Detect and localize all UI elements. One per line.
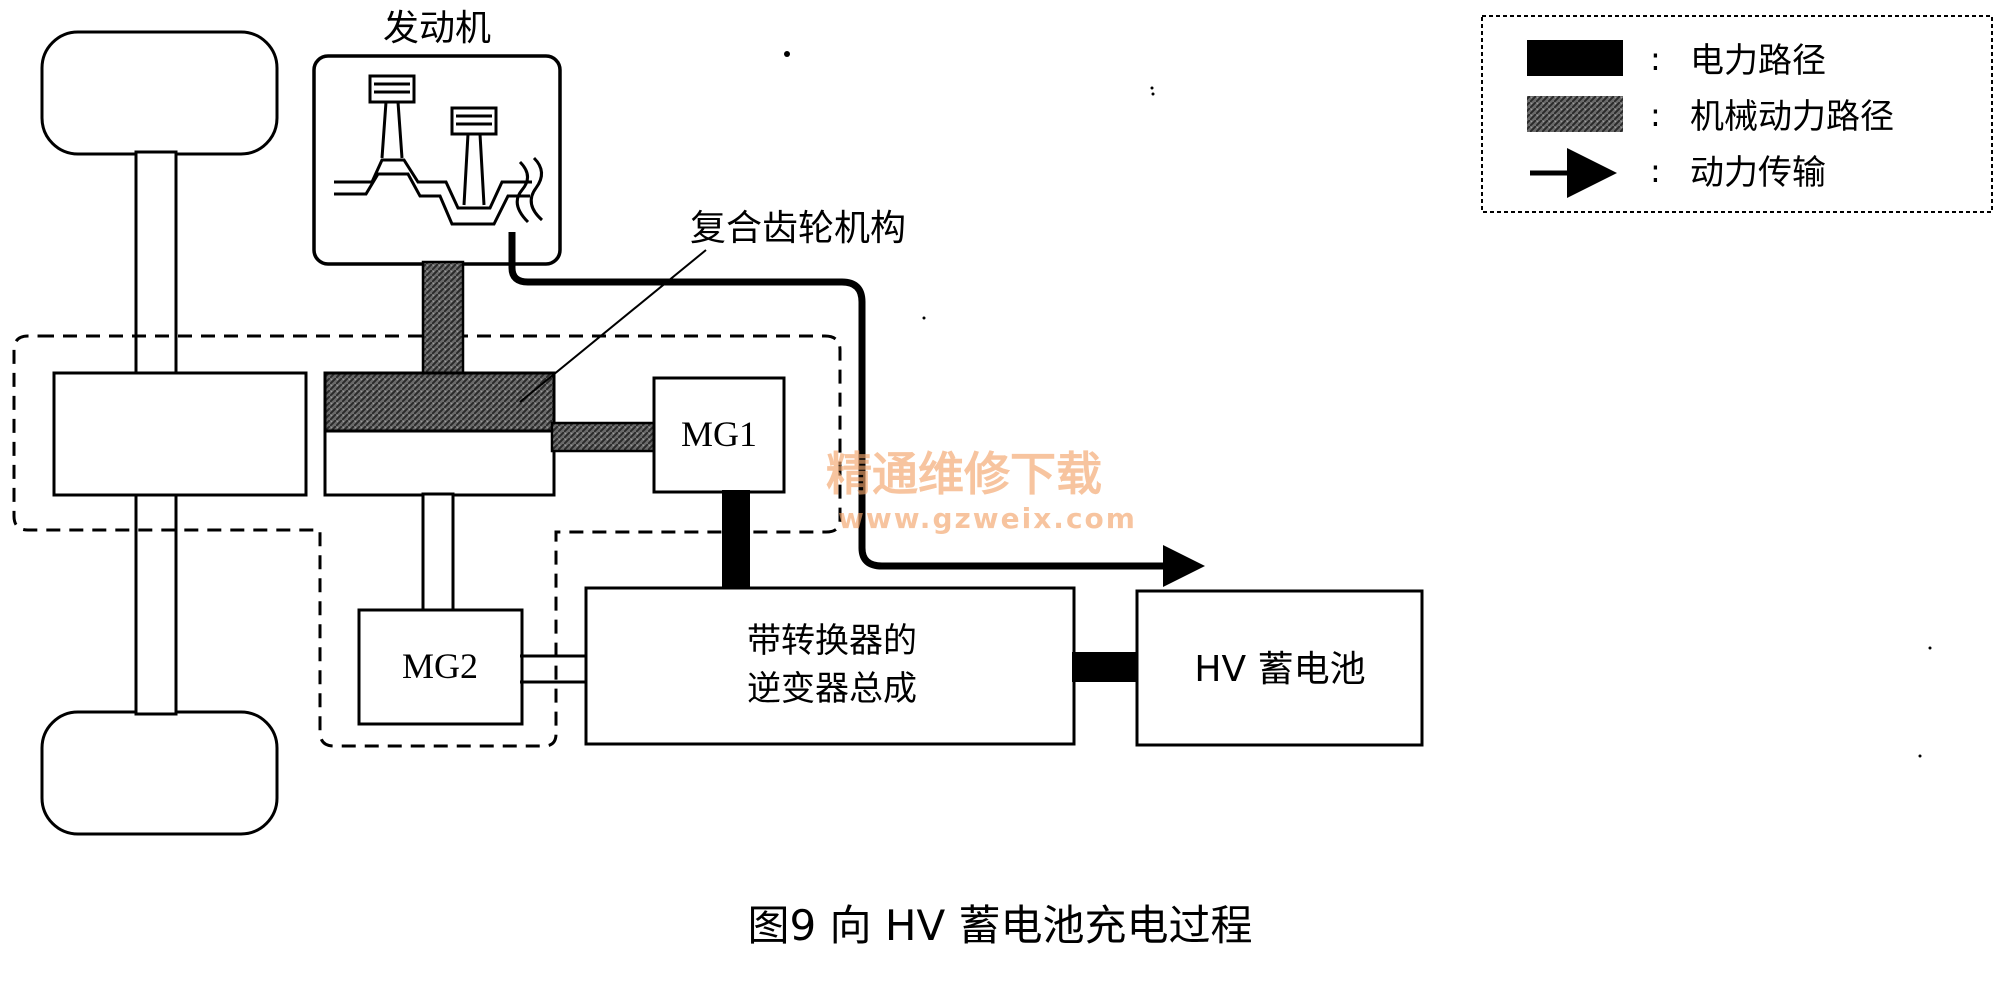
legend-electric-label: 电力路径 — [1690, 41, 1826, 81]
inverter-label-line1: 带转换器的 — [747, 621, 917, 661]
engine-box — [312, 54, 562, 266]
legend-electric-separator: : — [1650, 40, 1661, 78]
mg2-inverter-link — [520, 654, 586, 684]
differential-box — [52, 371, 308, 497]
mg2-box: MG2 — [357, 608, 524, 726]
inverter-battery-electric-link — [1072, 652, 1138, 682]
legend-transmission-label: 动力传输 — [1690, 153, 1826, 193]
legend-transmission-separator: : — [1650, 152, 1661, 190]
gear-mechanism-label: 复合齿轮机构 — [690, 208, 906, 249]
rear-wheel — [40, 710, 279, 836]
power-flow-arrow — [508, 232, 1205, 587]
gear-mg1-mechanical-link — [550, 421, 658, 453]
gear-mechanism-upper — [323, 371, 556, 433]
hv-battery-box: HV 蓄电池 — [1135, 589, 1424, 747]
engine-mechanical-link — [421, 260, 465, 376]
engine-label: 发动机 — [383, 8, 491, 49]
legend-mechanical-swatch — [1527, 96, 1623, 132]
legend: : 电力路径 : 机械动力路径 : 动力传输 — [1481, 15, 1993, 213]
legend-mechanical-label: 机械动力路径 — [1690, 97, 1894, 137]
mg1-inverter-electric-link — [722, 490, 750, 590]
gear-mechanism-lower — [323, 429, 556, 497]
inverter-label-line2: 逆变器总成 — [747, 669, 917, 709]
engine-piston-icon — [334, 74, 544, 226]
watermark-line2: www.gzweix.com — [838, 502, 1137, 535]
legend-electric-swatch — [1527, 40, 1623, 76]
mg1-box: MG1 — [652, 376, 786, 494]
mg1-label: MG1 — [681, 414, 757, 454]
scan-specks — [784, 51, 1932, 758]
figure-caption: 图9 向 HV 蓄电池充电过程 — [747, 901, 1252, 950]
legend-mechanical-separator: : — [1650, 96, 1661, 134]
hv-battery-label: HV 蓄电池 — [1194, 649, 1365, 690]
front-wheel — [40, 30, 279, 156]
inverter-box: 带转换器的 逆变器总成 — [584, 586, 1076, 746]
watermark: 精通维修下载 www.gzweix.com — [826, 447, 1137, 535]
gear-callout-line — [519, 249, 707, 403]
watermark-line1: 精通维修下载 — [826, 447, 1102, 501]
transaxle-boundary — [12, 334, 842, 748]
mg2-label: MG2 — [402, 646, 478, 686]
gear-mg2-shaft — [421, 492, 455, 614]
